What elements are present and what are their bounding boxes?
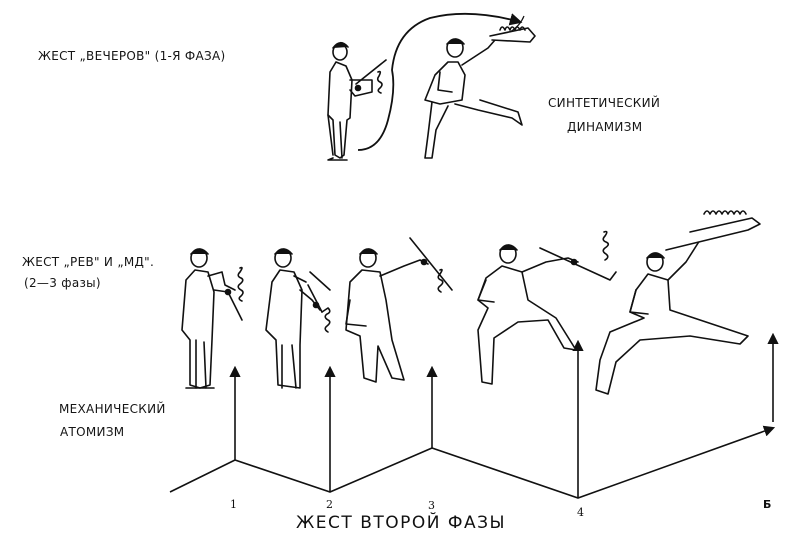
tick-label-3: 3 [428,499,435,512]
figure-seq-3 [345,237,453,383]
tick-label-2: 2 [326,498,333,511]
vertical-arrows [229,332,779,498]
figure-seq-1 [181,248,244,389]
label-rev-line2: (2—3 фазы) [24,276,101,290]
figure-seq-2 [265,248,331,389]
tick-label-5: Б [763,498,772,511]
figure-seq-5 [595,210,761,395]
label-mechanical-line2: АТОМИЗМ [60,425,125,439]
tick-label-4: 4 [577,506,584,519]
figure-standing-top [327,41,387,161]
x-axis-title: ЖЕСТ ВТОРОЙ ФАЗЫ [296,513,507,533]
label-top-gesture: ЖЕСТ „ВЕЧЕРОВ" (1-Я ФАЗА) [38,49,226,63]
spiral-arc-top [357,12,523,151]
tick-label-1: 1 [230,498,237,511]
zigzag-baseline [169,425,776,499]
figure-seq-4 [477,230,617,385]
label-rev-line1: ЖЕСТ „РЕВ" И „МД". [22,255,155,269]
label-synthetic-line2: ДИНАМИЗМ [567,120,643,134]
label-mechanical-line1: МЕХАНИЧЕСКИЙ [59,402,166,416]
figure-running-top [424,26,536,159]
label-synthetic-line1: СИНТЕТИЧЕСКИЙ [548,96,661,110]
